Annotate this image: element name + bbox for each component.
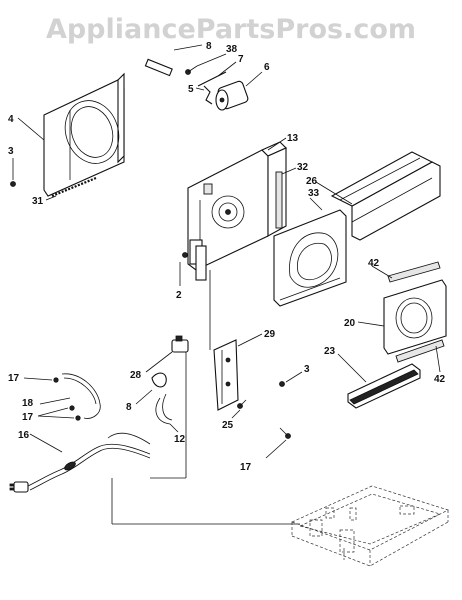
callout-4: 4 [8, 114, 14, 125]
base-pan-outline [291, 485, 449, 567]
part-42-seal-upper[interactable] [387, 261, 441, 283]
callout-38: 38 [226, 44, 238, 55]
part-2-bracket[interactable] [182, 245, 207, 281]
part-8-link[interactable] [144, 58, 173, 77]
callout-26: 26 [306, 176, 318, 187]
callout-42-lower: 42 [434, 374, 446, 385]
routing-lines [111, 270, 300, 525]
callout-7: 7 [238, 54, 244, 65]
part-3-screw-right[interactable] [279, 381, 285, 387]
part-23-base-rail[interactable] [347, 363, 421, 409]
part-18-wire[interactable] [61, 373, 101, 419]
part-8-clip[interactable] [151, 372, 167, 388]
part-3-screw-left[interactable] [10, 181, 16, 187]
callout-2: 2 [176, 290, 182, 301]
callout-17-b: 17 [22, 412, 34, 423]
part-12-harness[interactable] [155, 393, 173, 425]
callout-42-upper: 42 [368, 258, 380, 269]
part-20-orifice-panel[interactable] [383, 279, 447, 355]
callout-3-left: 3 [8, 146, 14, 157]
callout-28: 28 [130, 370, 142, 381]
callout-25: 25 [222, 420, 234, 431]
callout-8-lower: 8 [126, 402, 132, 413]
part-29-control-bracket[interactable] [213, 339, 239, 411]
callout-33: 33 [308, 188, 320, 199]
callout-20: 20 [344, 318, 356, 329]
part-28-switch[interactable] [171, 335, 189, 353]
callout-3-right: 3 [304, 364, 310, 375]
callout-6: 6 [264, 62, 270, 73]
callout-5: 5 [188, 84, 194, 95]
callout-16: 16 [18, 430, 30, 441]
callout-32: 32 [297, 162, 309, 173]
callout-29: 29 [264, 329, 276, 340]
part-38-screw[interactable] [185, 65, 198, 75]
part-32-gasket[interactable] [275, 171, 283, 229]
part-42-seal-lower[interactable] [395, 339, 445, 363]
part-7-bracket[interactable] [197, 71, 227, 87]
part-6-motor[interactable] [215, 80, 249, 111]
part-25-screw[interactable] [237, 399, 247, 409]
part-4-front-panel[interactable] [43, 72, 127, 197]
callout-13: 13 [287, 133, 299, 144]
part-16-power-cord[interactable] [9, 432, 151, 493]
part-17-screw-b[interactable] [69, 405, 81, 421]
part-5-clip[interactable] [203, 85, 213, 105]
part-26-duct[interactable] [330, 151, 441, 241]
callout-8-top: 8 [206, 41, 212, 52]
part-31-strip[interactable] [51, 176, 97, 198]
part-33-blower-housing[interactable] [273, 209, 347, 307]
callout-31: 31 [32, 196, 44, 207]
callout-12: 12 [174, 434, 186, 445]
callout-23: 23 [324, 346, 336, 357]
part-17-screw-c[interactable] [279, 427, 291, 439]
callout-17-a: 17 [8, 373, 20, 384]
part-17-screw-a[interactable] [53, 377, 59, 383]
callout-18: 18 [22, 398, 34, 409]
watermark-text: AppliancePartsPros.com [45, 14, 417, 45]
callout-17-c: 17 [240, 462, 252, 473]
